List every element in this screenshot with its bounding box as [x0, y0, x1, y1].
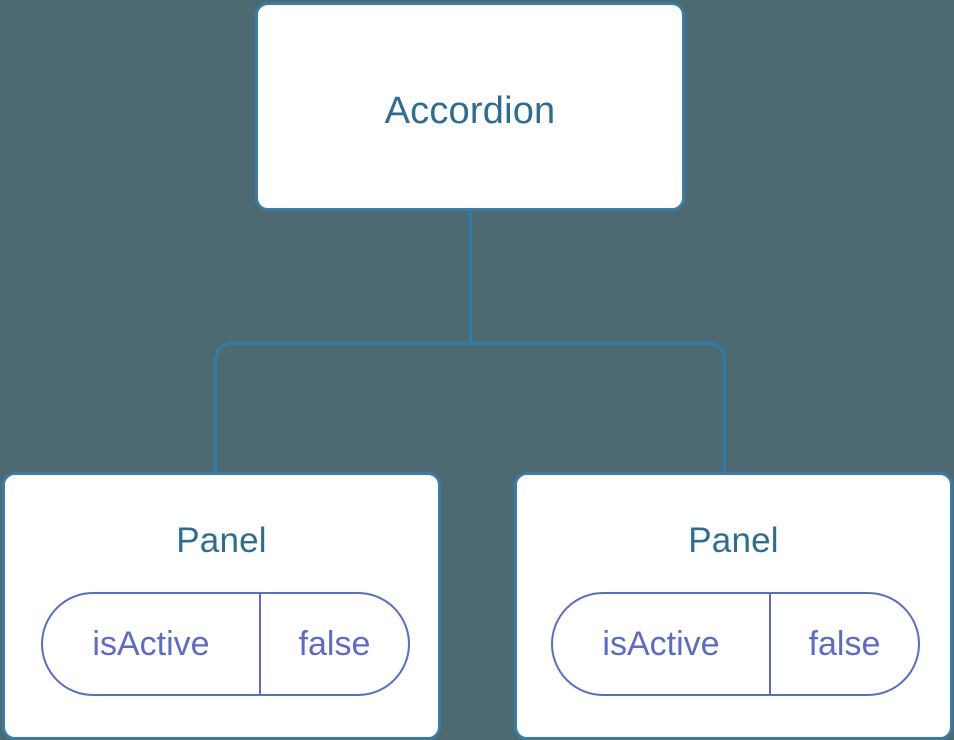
node-accordion-label: Accordion: [384, 90, 556, 132]
prop-pill-isactive-right[interactable]: isActive false: [551, 592, 920, 696]
prop-value: false: [808, 624, 881, 663]
node-panel-right[interactable]: Panel isActive false: [514, 472, 953, 740]
node-panel-left[interactable]: Panel isActive false: [2, 472, 441, 740]
node-panel-right-label: Panel: [688, 521, 779, 560]
prop-value: false: [298, 624, 371, 663]
node-accordion[interactable]: Accordion: [255, 2, 685, 211]
edge-bus-to-panels: [214, 342, 726, 472]
prop-key: isActive: [553, 594, 771, 694]
prop-key: isActive: [43, 594, 261, 694]
node-panel-left-label: Panel: [176, 521, 267, 560]
prop-pill-isactive-left[interactable]: isActive false: [41, 592, 410, 696]
